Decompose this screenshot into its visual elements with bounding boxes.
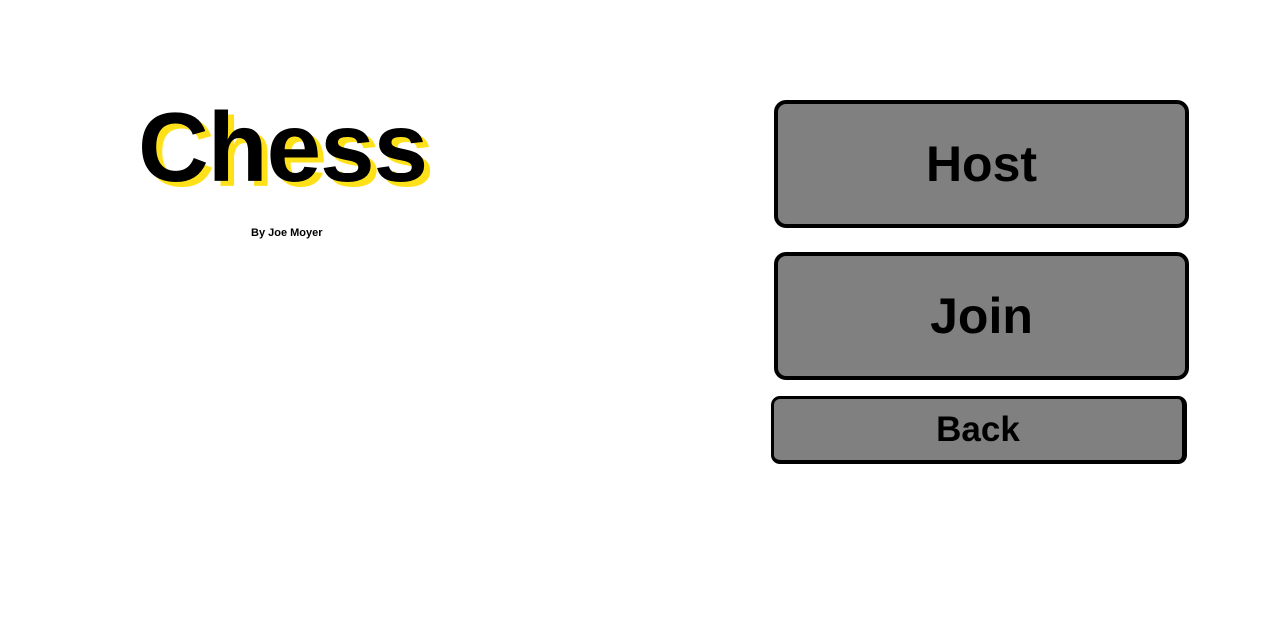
host-button[interactable]: Host: [774, 100, 1189, 228]
join-button-label: Join: [930, 288, 1033, 344]
back-button[interactable]: Back: [771, 396, 1187, 464]
join-button[interactable]: Join: [774, 252, 1189, 380]
host-button-label: Host: [925, 136, 1038, 192]
game-title-shadow: Chess: [144, 97, 434, 207]
author-byline: By Joe Moyer: [251, 227, 323, 239]
game-title: Chess Chess: [138, 92, 468, 207]
back-button-label: Back: [936, 409, 1020, 449]
game-title-text: Chess: [138, 92, 428, 202]
